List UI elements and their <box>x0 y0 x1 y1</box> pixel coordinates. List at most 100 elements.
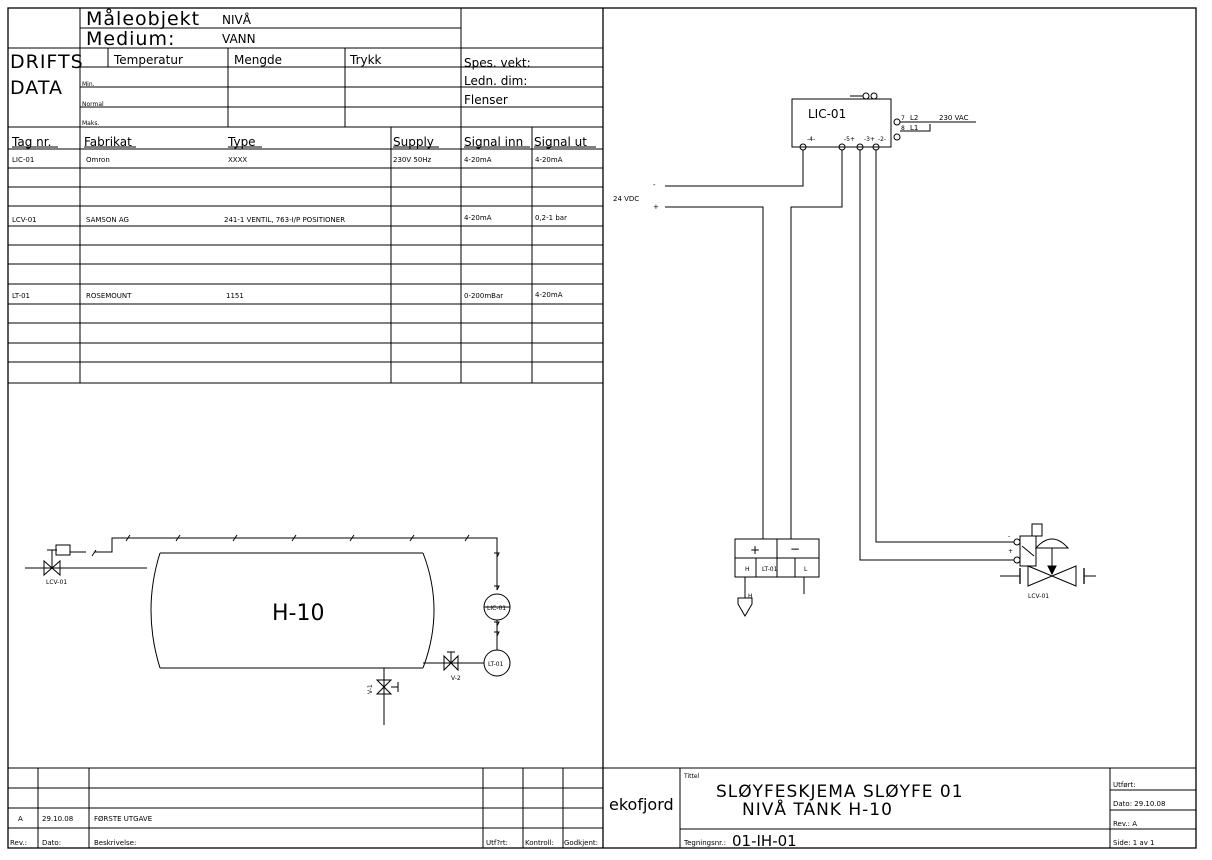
tank-h10: H-10 <box>150 552 435 669</box>
h-rev: Rev.: <box>10 839 27 847</box>
terminal-4: -4- <box>807 136 815 143</box>
cell-signal-ut: 4-20mA <box>535 291 563 299</box>
cell-signal-inn: 4-20mA <box>464 156 492 164</box>
drifts-title-line2: DATA <box>10 77 63 99</box>
row-normal: Normal <box>82 101 104 108</box>
cell-supply: 230V 50Hz <box>393 156 432 164</box>
cell-tag: LCV-01 <box>12 216 37 224</box>
valve-v2: V-2 <box>423 651 484 682</box>
terminal-8: 8 <box>901 125 905 132</box>
instrument-table: Tag nr. Fabrikat Type Supply Signal inn … <box>8 127 603 384</box>
cell-type: 241-1 VENTIL, 763-I/P POSITIONER <box>224 216 345 224</box>
h-beskrivelse: Beskrivelse: <box>94 839 136 847</box>
rev-date: 29.10.08 <box>42 815 73 823</box>
cell-signal-inn: 0-200mBar <box>464 292 503 300</box>
transmitter-box: + − H LT-01 L H <box>734 538 820 617</box>
cell-fabrikat: SAMSON AG <box>86 216 129 224</box>
th-signal-inn: Signal inn <box>464 135 523 149</box>
utfort: Utført: <box>1113 781 1136 789</box>
valve-v2-label: V-2 <box>451 675 461 682</box>
l2-label: L2 <box>910 114 918 122</box>
cell-tag: LIC-01 <box>12 156 34 164</box>
process-sketch: H-10 LCV-01 LIC-01 LT-01 <box>25 534 511 725</box>
maleobjekt-label: Måleobjekt <box>86 7 200 30</box>
supply-24vdc: 24 VDC - + <box>613 150 1014 561</box>
valve-minus: - <box>1008 533 1010 540</box>
dato: Dato: 29.10.08 <box>1113 800 1165 808</box>
valve-v1: V-1 <box>367 668 399 725</box>
controller-box: LIC-01 -4- -5+ -3+ -2- 7 8 L2 L1 230 VAC <box>791 92 976 151</box>
terminal-7: 7 <box>901 115 905 122</box>
title-line2: NIVÅ TANK H-10 <box>742 798 893 820</box>
col-trykk: Trykk <box>349 53 382 67</box>
cell-tag: LT-01 <box>12 292 30 300</box>
terminal-3: -3+ <box>864 136 875 143</box>
tittel-label: Tittel <box>683 773 700 780</box>
transmitter-bubble: LT-01 <box>483 649 511 677</box>
cell-type: XXXX <box>228 156 247 164</box>
col-mengde: Mengde <box>234 53 282 67</box>
row-maks: Maks. <box>82 120 99 127</box>
th-tag: Tag nr. <box>11 135 51 149</box>
valve-lcv01-wiring: - + LCV-01 <box>1000 523 1096 600</box>
title-block: ekofjord Tittel SLØYFESKJEMA SLØYFE 01 N… <box>603 767 1196 850</box>
cell-signal-ut: 4-20mA <box>535 156 563 164</box>
medium-value: VANN <box>222 32 256 46</box>
ledn-dim: Ledn. dim: <box>464 74 527 88</box>
valve-tag: LCV-01 <box>1028 593 1049 600</box>
row-min: Min. <box>82 81 95 88</box>
supply-minus: - <box>653 181 656 189</box>
driftsdata-block: DRIFTS DATA Temperatur Mengde Trykk Min.… <box>8 48 603 128</box>
valve-lcv01-sketch: LCV-01 <box>25 544 147 586</box>
spes-vekt: Spes. vekt: <box>464 56 531 70</box>
h-godkjent: Godkjent: <box>564 839 598 847</box>
drifts-title-line1: DRIFTS <box>10 51 84 73</box>
wiring-diagram: LIC-01 -4- -5+ -3+ -2- 7 8 L2 L1 230 VAC… <box>613 92 1096 617</box>
company-logo: ekofjord <box>609 795 674 814</box>
cell-type: 1151 <box>226 292 244 300</box>
controller-bubble: LIC-01 <box>483 593 511 621</box>
flenser: Flenser <box>464 93 508 107</box>
maleobjekt-value: NIVÅ <box>222 12 252 27</box>
col-temperatur: Temperatur <box>113 53 183 67</box>
tx-tag: LT-01 <box>762 566 778 573</box>
controller-label: LIC-01 <box>487 605 506 612</box>
th-supply: Supply <box>393 135 434 149</box>
rev: Rev.: A <box>1113 820 1137 828</box>
table-row: LT-01 ROSEMOUNT 1151 0-200mBar 4-20mA <box>12 291 563 300</box>
tx-low-h: H <box>748 593 753 600</box>
l1-label: L1 <box>910 124 918 132</box>
tx-h: H <box>745 566 750 573</box>
side: Side: 1 av 1 <box>1113 839 1155 847</box>
valve-left-label: LCV-01 <box>46 579 67 586</box>
tx-plus: + <box>750 543 760 557</box>
tegningsnr: 01-IH-01 <box>732 832 797 850</box>
signal-line-top <box>91 534 500 650</box>
th-signal-ut: Signal ut <box>534 135 587 149</box>
tegningsnr-label: Tegningsnr.: <box>683 839 726 847</box>
header-box: Måleobjekt NIVÅ Medium: VANN <box>8 7 603 127</box>
controller-tag: LIC-01 <box>808 107 846 121</box>
tx-l: L <box>804 566 808 573</box>
h-utfort: Utf?rt: <box>486 839 508 847</box>
rev-value: A <box>18 815 23 823</box>
drawing-frame <box>7 7 1197 849</box>
table-row: LCV-01 SAMSON AG 241-1 VENTIL, 763-I/P P… <box>12 214 567 224</box>
medium-label: Medium: <box>86 28 175 50</box>
cell-fabrikat: ROSEMOUNT <box>86 292 132 300</box>
supply-24-label: 24 VDC <box>613 195 639 203</box>
tank-label: H-10 <box>272 601 324 626</box>
cell-signal-ut: 0,2-1 bar <box>535 214 567 222</box>
revision-block: A 29.10.08 FØRSTE UTGAVE Rev.: Dato: Bes… <box>8 767 603 848</box>
table-row: LIC-01 Omron XXXX 230V 50Hz 4-20mA 4-20m… <box>12 156 563 164</box>
tx-minus: − <box>790 542 800 556</box>
transmitter-label: LT-01 <box>488 661 504 668</box>
supply-plus: + <box>653 203 659 211</box>
valve-v1-label: V-1 <box>367 684 374 694</box>
h-kontroll: Kontroll: <box>525 839 554 847</box>
cell-fabrikat: Omron <box>86 156 110 164</box>
title-line1: SLØYFESKJEMA SLØYFE 01 <box>716 782 964 802</box>
th-fabrikat: Fabrikat <box>84 135 132 149</box>
supply-230: 230 VAC <box>939 114 969 122</box>
